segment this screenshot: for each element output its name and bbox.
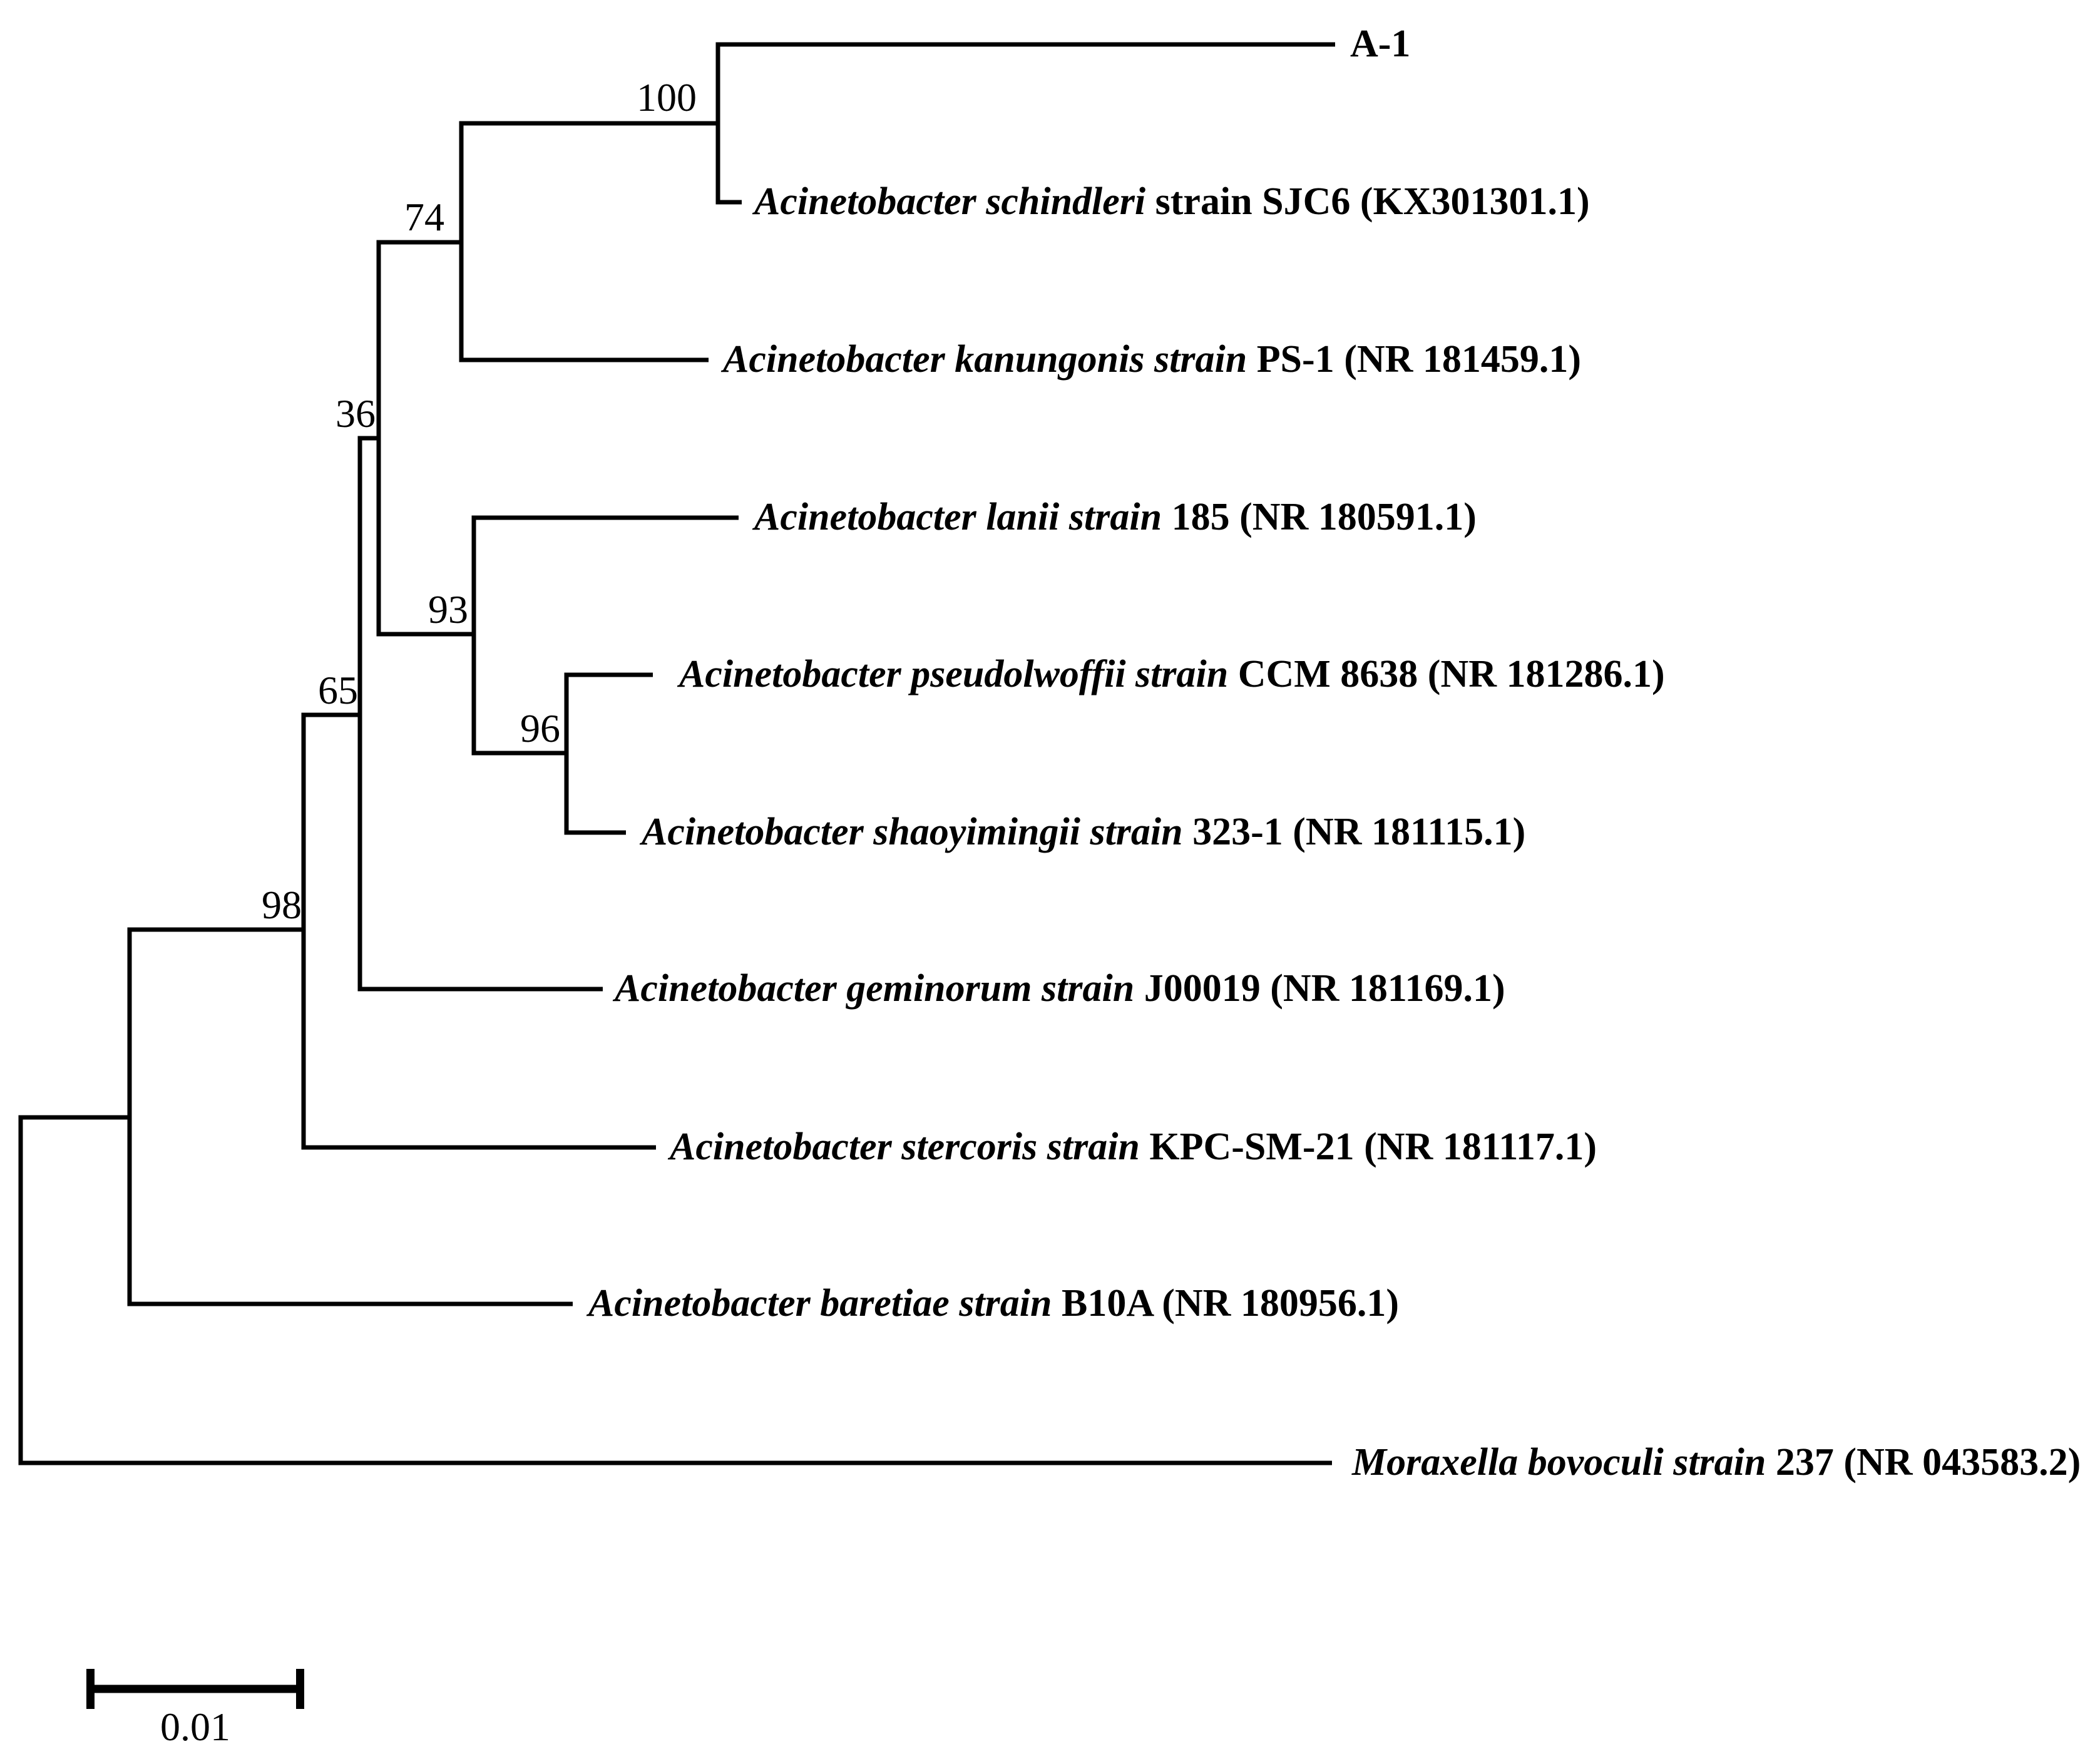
bootstrap-value: 98 <box>262 883 302 927</box>
taxon-label-geminorum: Acinetobacter geminorum strain J00019 (N… <box>612 967 1505 1010</box>
taxon-label-kanungonis: Acinetobacter kanungonis strain PS-1 (NR… <box>720 338 1581 381</box>
taxon-name-regular: J00019 (NR 181169.1) <box>1134 967 1505 1010</box>
taxon-label-stercoris: Acinetobacter stercoris strain KPC-SM-21… <box>667 1126 1597 1168</box>
taxon-name-regular: KPC-SM-21 (NR 181117.1) <box>1140 1126 1597 1168</box>
taxon-name-italic: Acinetobacter baretiae strain <box>586 1282 1052 1325</box>
taxon-label-moraxella: Moraxella bovoculi strain 237 (NR 043583… <box>1351 1441 2081 1484</box>
taxon-name-italic: Acinetobacter geminorum strain <box>612 967 1134 1010</box>
scale-bar-label: 0.01 <box>160 1705 230 1744</box>
taxon-name-italic: Moraxella bovoculi strain <box>1351 1441 1766 1484</box>
bootstrap-value: 100 <box>637 75 697 120</box>
taxon-name-italic: Acinetobacter shaoyimingii strain <box>639 811 1183 853</box>
taxon-name-regular: PS-1 (NR 181459.1) <box>1247 338 1581 381</box>
taxon-name-regular: strain SJC6 (KX301301.1) <box>1145 180 1590 223</box>
taxon-name-regular: CCM 8638 (NR 181286.1) <box>1228 653 1664 695</box>
taxon-name-italic: Acinetobacter stercoris strain <box>667 1126 1140 1168</box>
bootstrap-value: 96 <box>520 706 560 751</box>
bootstrap-value: 74 <box>404 195 444 239</box>
taxon-label-shaoyimingii: Acinetobacter shaoyimingii strain 323-1 … <box>639 811 1525 853</box>
taxon-label-pseudolwoffii: Acinetobacter pseudolwoffii strain CCM 8… <box>677 653 1665 695</box>
taxon-name-regular: B10A (NR 180956.1) <box>1052 1282 1400 1325</box>
taxon-name-italic: Acinetobacter schindleri <box>752 180 1145 223</box>
bootstrap-value: 36 <box>335 391 376 436</box>
taxon-name-italic: Acinetobacter pseudolwoffii strain <box>677 653 1228 695</box>
taxon-name-regular: 185 (NR 180591.1) <box>1162 496 1477 538</box>
taxon-name-regular: A-1 <box>1350 23 1410 65</box>
taxon-label-a1: A-1 <box>1350 23 1410 65</box>
taxon-label-lanii: Acinetobacter lanii strain 185 (NR 18059… <box>752 496 1477 538</box>
taxon-name-regular: 237 (NR 043583.2) <box>1766 1441 2081 1484</box>
bootstrap-value: 93 <box>428 587 468 632</box>
taxon-name-regular: 323-1 (NR 181115.1) <box>1183 811 1526 853</box>
taxon-label-schindleri: Acinetobacter schindleri strain SJC6 (KX… <box>752 180 1590 223</box>
taxon-name-italic: Acinetobacter lanii strain <box>752 496 1162 538</box>
taxon-label-baretiae: Acinetobacter baretiae strain B10A (NR 1… <box>586 1282 1399 1325</box>
bootstrap-value: 65 <box>318 668 358 712</box>
taxon-name-italic: Acinetobacter kanungonis strain <box>720 338 1247 381</box>
